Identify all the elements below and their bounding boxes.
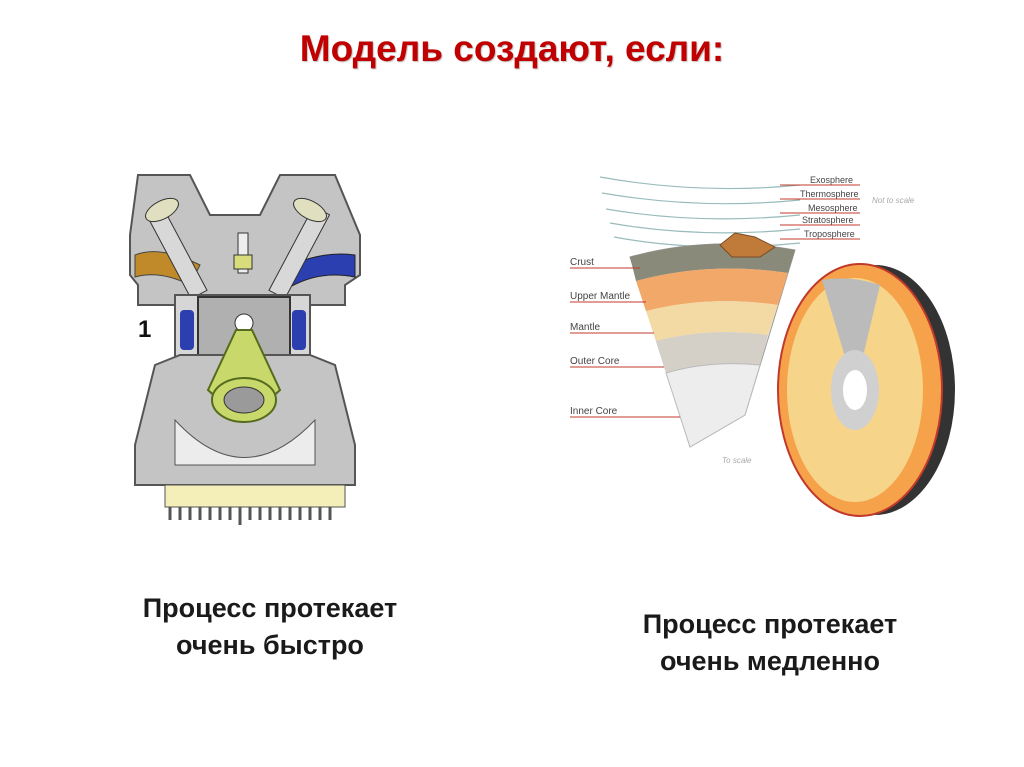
label-exosphere: Exosphere	[810, 175, 853, 185]
label-crust: Crust	[570, 257, 594, 268]
label-inner-core: Inner Core	[570, 406, 618, 417]
earth-cross-section-disc	[777, 263, 955, 517]
inner-core-layer	[665, 363, 761, 448]
atmosphere-leader-lines	[780, 184, 860, 240]
upper-mantle-layer	[636, 268, 788, 311]
label-upper-mantle: Upper Mantle	[570, 291, 630, 302]
label-troposphere: Troposphere	[804, 229, 855, 239]
oil-pan	[164, 484, 346, 508]
caption-slow-process: Процесс протекает очень медленно	[570, 606, 970, 680]
label-outer-core: Outer Core	[570, 356, 620, 367]
engine-cylinder-illustration: 1	[129, 174, 361, 525]
caption-fast-line1: Процесс протекает	[142, 593, 398, 623]
slide-title: Модель создают, если:	[299, 28, 725, 69]
label-mantle: Mantle	[570, 322, 600, 333]
note-to-scale: To scale	[722, 456, 752, 465]
crank-counterweight	[174, 418, 316, 466]
stroke-number: 1	[138, 316, 151, 343]
label-thermosphere: Thermosphere	[800, 189, 859, 199]
caption-slow-line2: очень медленно	[660, 646, 880, 676]
caption-slow-line1: Процесс протекает	[642, 609, 898, 639]
label-stratosphere: Stratosphere	[802, 215, 854, 225]
core-cutaway	[822, 278, 880, 390]
outer-core-layer	[656, 332, 768, 373]
intake-valve	[145, 197, 208, 300]
caption-fast-line2: очень быстро	[176, 630, 364, 660]
caption-fast-process: Процесс протекает очень быстро	[70, 590, 470, 664]
layer-leader-lines	[570, 267, 680, 418]
exhaust-valve	[268, 197, 331, 300]
atmosphere-layers	[599, 176, 801, 248]
crankshaft-journal	[223, 386, 265, 414]
spark-plug	[233, 232, 253, 274]
cooling-fins	[168, 507, 332, 525]
mountain-terrain	[719, 232, 776, 258]
coolant-right	[292, 310, 306, 350]
label-mesosphere: Mesosphere	[808, 203, 858, 213]
coolant-left	[180, 310, 194, 350]
note-not-to-scale: Not to scale	[872, 196, 915, 205]
mantle-layer	[646, 301, 778, 341]
earth-structure-illustration: Crust Upper Mantle Mantle Outer Core Inn…	[570, 175, 955, 517]
